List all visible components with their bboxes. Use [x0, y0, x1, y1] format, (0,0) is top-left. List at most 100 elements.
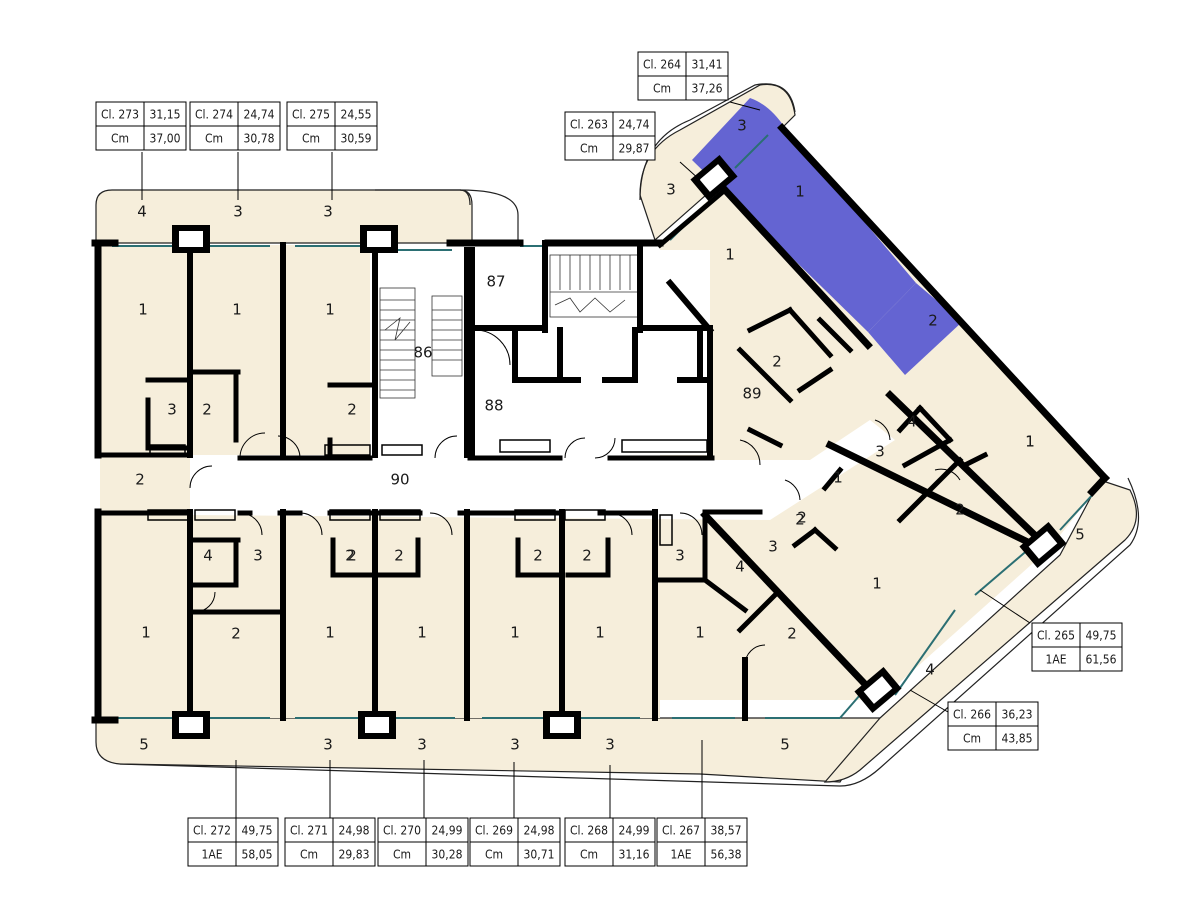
door-swings	[189, 329, 961, 666]
room-label: 3	[253, 547, 263, 565]
living-area: 49,75	[1086, 629, 1117, 643]
total-area: 37,26	[692, 82, 723, 96]
room-label: 1	[833, 469, 843, 487]
apartment-number: Cl. 267	[662, 824, 700, 838]
room-label: 3	[675, 547, 685, 565]
room-label: 4	[907, 413, 917, 431]
living-area: 36,23	[1002, 708, 1033, 722]
total-area: 43,85	[1002, 732, 1033, 746]
room-label: 1	[417, 624, 427, 642]
room-label: 1	[795, 183, 805, 201]
room-label: 3	[875, 443, 885, 461]
apartment-type: 1AE	[670, 848, 691, 862]
room-label: 1	[325, 301, 335, 319]
apartment-tag[interactable]: Cl. 267 38,57 1AE 56,38	[656, 817, 748, 867]
room-label: 4	[203, 547, 213, 565]
highlighted-apartment-264[interactable]	[692, 98, 962, 375]
apartment-type: Cm	[963, 732, 981, 746]
room-label: 3	[737, 117, 747, 135]
room-label-87: 87	[486, 273, 505, 291]
apartment-number: Cl. 265	[1037, 629, 1075, 643]
balcony-rails	[119, 83, 1140, 787]
living-area: 31,15	[150, 108, 181, 122]
apartment-number: Cl. 271	[290, 824, 328, 838]
room-label: 2	[795, 511, 805, 529]
apartment-type: 1AE	[201, 848, 222, 862]
total-area: 29,83	[339, 848, 370, 862]
total-area: 37,00	[150, 132, 181, 146]
living-area: 49,75	[242, 824, 273, 838]
apartment-type: Cm	[653, 82, 671, 96]
room-label: 3	[666, 181, 676, 199]
room-label: 2	[787, 625, 797, 643]
apartment-type: Cm	[393, 848, 411, 862]
apartment-number: Cl. 272	[193, 824, 231, 838]
apartment-type: Cm	[485, 848, 503, 862]
apartment-type: Cm	[580, 142, 598, 156]
total-area: 30,28	[432, 848, 463, 862]
living-area: 38,57	[711, 824, 742, 838]
room-label: 1	[510, 624, 520, 642]
total-area: 30,78	[244, 132, 275, 146]
apartment-number: Cl. 274	[195, 108, 233, 122]
total-area: 30,71	[524, 848, 555, 862]
apartment-type: Cm	[580, 848, 598, 862]
room-label: 1	[1025, 433, 1035, 451]
room-label-89: 89	[742, 385, 761, 403]
room-label: 2	[797, 509, 807, 527]
leader-lines	[141, 101, 1031, 818]
apartment-number: Cl. 270	[383, 824, 421, 838]
room-label: 2	[135, 471, 145, 489]
living-area: 24,98	[339, 824, 370, 838]
room-label: 1	[138, 301, 148, 319]
room-label: 5	[780, 736, 790, 754]
room-label: 2	[772, 353, 782, 371]
total-area: 56,38	[711, 848, 742, 862]
living-area: 31,41	[692, 58, 723, 72]
room-label: 2	[533, 547, 543, 565]
room-label: 2	[202, 401, 212, 419]
room-label: 2	[582, 547, 592, 565]
room-label: 3	[605, 736, 615, 754]
room-label: 4	[925, 661, 935, 679]
apartment-type: Cm	[111, 132, 129, 146]
room-label: 3	[233, 203, 243, 221]
room-label-86: 86	[413, 344, 432, 362]
room-label: 4	[735, 558, 745, 576]
room-label: 3	[323, 736, 333, 754]
room-labels: 4 3 3 1 1 1 3 2 2 2 86 87 88 89 90 3 3 1…	[135, 117, 1085, 754]
ducts	[147, 439, 708, 546]
room-label: 2	[231, 625, 241, 643]
living-area: 24,99	[432, 824, 463, 838]
room-label: 3	[323, 203, 333, 221]
living-area: 24,98	[524, 824, 555, 838]
room-label: 5	[139, 736, 149, 754]
apartment-number: Cl. 264	[643, 58, 681, 72]
room-label: 1	[232, 301, 242, 319]
room-label: 2	[394, 547, 404, 565]
apartment-type: Cm	[302, 132, 320, 146]
room-label: 2	[955, 501, 965, 519]
room-label: 3	[510, 736, 520, 754]
apartment-number: Cl. 266	[953, 708, 991, 722]
room-label-90: 90	[390, 471, 409, 489]
room-label: 2	[345, 547, 355, 565]
room-label: 1	[141, 624, 151, 642]
room-label: 3	[167, 401, 177, 419]
living-area: 24,74	[619, 118, 650, 132]
room-label: 5	[1075, 526, 1085, 544]
